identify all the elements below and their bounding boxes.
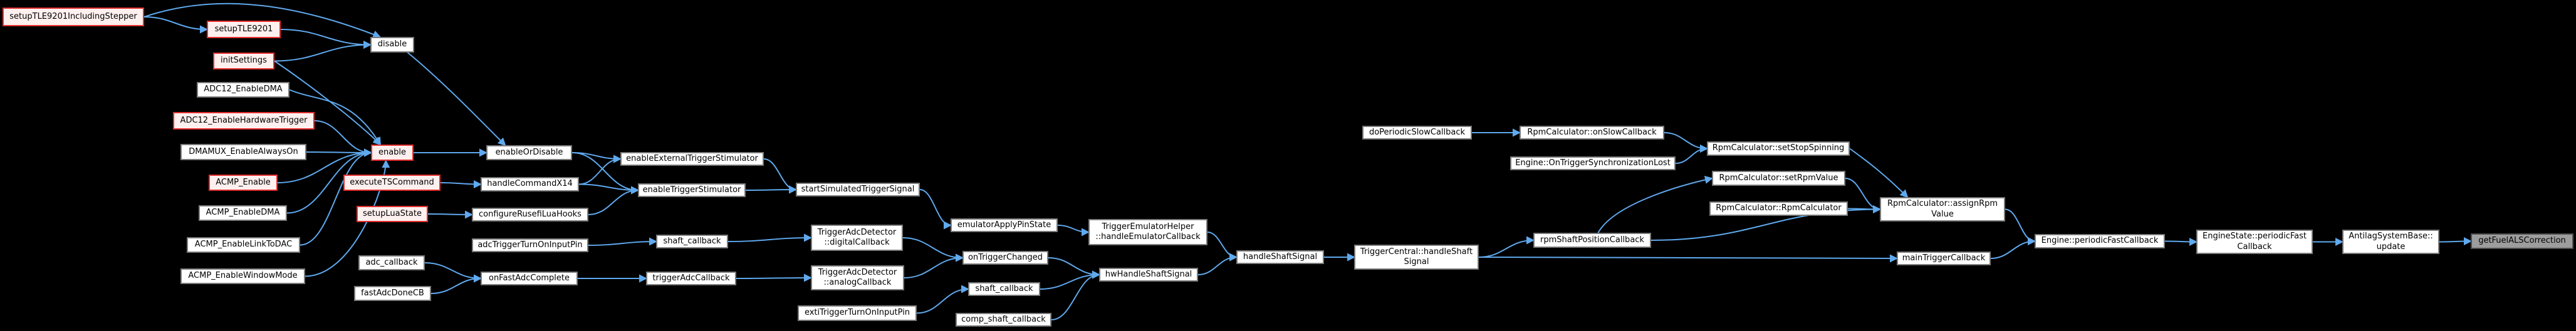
graph-node-enableOrDisable[interactable]: enableOrDisable — [486, 145, 572, 160]
edge-initSettings-to-enable — [274, 60, 382, 146]
edge-executeTSCommand-to-handleCommandX14 — [440, 180, 482, 188]
graph-node-hwHandleShaftSignal[interactable]: hwHandleShaftSignal — [1099, 268, 1198, 282]
graph-node-adc_callback[interactable]: adc_callback — [358, 255, 425, 270]
graph-node-handleCommandX14[interactable]: handleCommandX14 — [481, 177, 579, 191]
graph-node-ACMP_Enable[interactable]: ACMP_Enable — [209, 175, 278, 191]
graph-node-Engine_OnTriggerSynchronizationLost[interactable]: Engine::OnTriggerSynchronizationLost — [1510, 156, 1676, 170]
edge-ACMP_Enable-to-enable — [277, 148, 372, 183]
edge-mainTriggerCallback-to-Engine_periodicFastCallback — [1990, 237, 2036, 259]
edge-adc_callback-to-onFastAdcComplete — [424, 262, 482, 283]
graph-node-getFuelALSCorrection[interactable]: getFuelALSCorrection — [2471, 233, 2573, 249]
graph-node-ACMP_EnableWindowMode[interactable]: ACMP_EnableWindowMode — [180, 268, 305, 284]
graph-node-TriggerEmulatorHelper_handleEmulatorCallback[interactable]: TriggerEmulatorHelper ::handleEmulatorCa… — [1088, 219, 1207, 245]
edge-shaft_callback_1-to-TriggerAdcDetector_digitalCallback — [727, 233, 812, 242]
graph-node-TriggerAdcDetector_analogCallback[interactable]: TriggerAdcDetector ::analogCallback — [811, 265, 904, 290]
graph-node-Engine_periodicFastCallback[interactable]: Engine::periodicFastCallback — [2035, 234, 2165, 248]
edge-hwHandleShaftSignal-to-handleShaftSignal — [1197, 253, 1238, 275]
edge-setupLuaState-to-configureRusefiLuaHooks — [427, 210, 473, 219]
graph-node-shaft_callback_2[interactable]: shaft_callback — [968, 282, 1040, 296]
graph-node-RpmCalculator_setRpmValue[interactable]: RpmCalculator::setRpmValue — [1712, 171, 1845, 186]
edge-TriggerAdcDetector_digitalCallback-to-onTriggerChanged — [902, 237, 964, 262]
graph-node-onTriggerChanged[interactable]: onTriggerChanged — [962, 251, 1048, 265]
graph-node-doPeriodicSlowCallback[interactable]: doPeriodicSlowCallback — [1362, 126, 1472, 140]
edge-adcTriggerTurnOnInputPin-to-shaft_callback_1 — [588, 237, 657, 246]
edge-setupTLE9201IncludingStepper-to-disable — [143, 3, 382, 39]
edge-shaft_callback_2-to-hwHandleShaftSignal — [1040, 270, 1100, 290]
graph-node-EngineState_periodicFastCallback[interactable]: EngineState::periodicFast Callback — [2196, 230, 2313, 254]
graph-node-triggerAdcCallback[interactable]: triggerAdcCallback — [646, 272, 736, 285]
graph-node-emulatorApplyPinState[interactable]: emulatorApplyPinState — [951, 218, 1058, 232]
graph-node-configureRusefiLuaHooks[interactable]: configureRusefiLuaHooks — [472, 208, 588, 222]
graph-node-ADC12_EnableDMA[interactable]: ADC12_EnableDMA — [197, 82, 289, 98]
graph-node-startSimulatedTriggerSignal[interactable]: startSimulatedTriggerSignal — [796, 183, 920, 196]
graph-node-initSettings[interactable]: initSettings — [213, 53, 274, 69]
edge-TriggerEmulatorHelper_handleEmulatorCallback-to-handleShaftSignal — [1207, 232, 1238, 262]
graph-node-DMAMUX_EnableAlwaysOn[interactable]: DMAMUX_EnableAlwaysOn — [180, 144, 306, 160]
edge-disable-to-enableOrDisable — [407, 52, 506, 146]
graph-node-TriggerAdcDetector_digitalCallback[interactable]: TriggerAdcDetector ::digitalCallback — [811, 225, 903, 251]
edge-ACMP_EnableWindowMode-to-enable — [305, 160, 390, 277]
edge-handleCommandX14-to-enableExternalTriggerStimulator — [578, 155, 622, 185]
graph-node-rpmShaftPositionCallback[interactable]: rpmShaftPositionCallback — [1533, 233, 1651, 248]
graph-node-setupLuaState[interactable]: setupLuaState — [357, 206, 428, 222]
edge-handleCommandX14-to-enableTriggerStimulator — [578, 183, 639, 195]
edge-RpmCalculator_assignRpmValue-to-Engine_periodicFastCallback — [2005, 208, 2036, 245]
edge-ADC12_EnableHardwareTrigger-to-enable — [314, 120, 372, 157]
graph-node-disable[interactable]: disable — [370, 37, 414, 53]
edge-ADC12_EnableDMA-to-enable — [289, 89, 381, 146]
graph-node-comp_shaft_callback[interactable]: comp_shaft_callback — [956, 313, 1051, 327]
edge-Engine_OnTriggerSynchronizationLost-to-RpmCalculator_setStopSpinning — [1675, 145, 1708, 164]
graph-node-handleShaftSignal[interactable]: handleShaftSignal — [1236, 250, 1324, 264]
graph-node-TriggerCentral_handleShaftSignal[interactable]: TriggerCentral::handleShaft Signal — [1354, 245, 1479, 270]
graph-node-enableExternalTriggerStimulator[interactable]: enableExternalTriggerStimulator — [620, 152, 764, 166]
edge-RpmCalculator_setStopSpinning-to-RpmCalculator_assignRpmValue — [1849, 148, 1909, 198]
graph-node-onFastAdcComplete[interactable]: onFastAdcComplete — [481, 272, 578, 285]
edge-enableOrDisable-to-enableTriggerStimulator — [571, 152, 639, 195]
graph-node-enable[interactable]: enable — [371, 145, 414, 161]
graph-node-executeTSCommand[interactable]: executeTSCommand — [343, 175, 441, 191]
edge-extiTriggerTurnOnInputPin-to-shaft_callback_2 — [916, 285, 969, 314]
graph-node-enableTriggerStimulator[interactable]: enableTriggerStimulator — [638, 183, 746, 197]
edge-RpmCalculator_RpmCalculator-to-RpmCalculator_assignRpmValue — [1847, 205, 1881, 213]
graph-node-setupTLE9201[interactable]: setupTLE9201 — [207, 21, 281, 38]
graph-node-ACMP_EnableDMA[interactable]: ACMP_EnableDMA — [199, 205, 287, 221]
graph-node-shaft_callback_1[interactable]: shaft_callback — [656, 235, 728, 248]
edge-onTriggerChanged-to-hwHandleShaftSignal — [1048, 257, 1100, 279]
graph-node-fastAdcDoneCB[interactable]: fastAdcDoneCB — [354, 286, 431, 301]
edge-enableExternalTriggerStimulator-to-startSimulatedTriggerSignal — [763, 158, 797, 194]
edge-RpmCalculator_onSlowCallback-to-RpmCalculator_setStopSpinning — [1664, 132, 1708, 153]
edge-startSimulatedTriggerSignal-to-emulatorApplyPinState — [919, 189, 952, 230]
edge-TriggerCentral_handleShaftSignal-to-rpmShaftPositionCallback — [1478, 236, 1535, 258]
graph-node-RpmCalculator_onSlowCallback[interactable]: RpmCalculator::onSlowCallback — [1520, 126, 1664, 140]
edge-rpmShaftPositionCallback-to-RpmCalculator_setRpmValue — [1597, 176, 1713, 233]
edge-ACMP_EnableDMA-to-enable — [286, 148, 372, 214]
edge-TriggerCentral_handleShaftSignal-to-mainTriggerCallback — [1478, 254, 1898, 263]
edge-configureRusefiLuaHooks-to-enableTriggerStimulator — [588, 186, 639, 215]
graph-node-RpmCalculator_RpmCalculator[interactable]: RpmCalculator::RpmCalculator — [1709, 201, 1848, 216]
graph-node-RpmCalculator_assignRpmValue[interactable]: RpmCalculator::assignRpm Value — [1880, 197, 2005, 222]
graph-node-RpmCalculator_setStopSpinning[interactable]: RpmCalculator::setStopSpinning — [1707, 141, 1850, 156]
edge-fastAdcDoneCB-to-onFastAdcComplete — [430, 274, 482, 294]
edge-setupTLE9201IncludingStepper-to-setupTLE9201 — [143, 16, 208, 34]
edge-RpmCalculator_setRpmValue-to-RpmCalculator_assignRpmValue — [1845, 178, 1881, 213]
graph-node-mainTriggerCallback[interactable]: mainTriggerCallback — [1897, 252, 1991, 265]
edge-TriggerAdcDetector_analogCallback-to-onTriggerChanged — [904, 253, 964, 278]
edge-initSettings-to-disable — [274, 41, 372, 62]
graph-node-ACMP_EnableLinkToDAC[interactable]: ACMP_EnableLinkToDAC — [187, 237, 300, 253]
edge-ACMP_EnableLinkToDAC-to-enable — [300, 148, 372, 246]
edge-DMAMUX_EnableAlwaysOn-to-enable — [306, 148, 372, 157]
graph-node-setupTLE9201IncludingStepper[interactable]: setupTLE9201IncludingStepper — [3, 8, 144, 26]
graph-node-ADC12_EnableHardwareTrigger[interactable]: ADC12_EnableHardwareTrigger — [173, 112, 315, 130]
edge-setupTLE9201-to-disable — [280, 29, 372, 49]
graph-node-AntilagSystemBase_update[interactable]: AntilagSystemBase:: update — [2342, 230, 2439, 254]
graph-node-adcTriggerTurnOnInputPin[interactable]: adcTriggerTurnOnInputPin — [472, 238, 588, 252]
graph-node-extiTriggerTurnOnInputPin[interactable]: extiTriggerTurnOnInputPin — [798, 305, 917, 321]
edge-emulatorApplyPinState-to-TriggerEmulatorHelper_handleEmulatorCallback — [1057, 225, 1090, 237]
edge-comp_shaft_callback-to-hwHandleShaftSignal — [1051, 270, 1100, 320]
